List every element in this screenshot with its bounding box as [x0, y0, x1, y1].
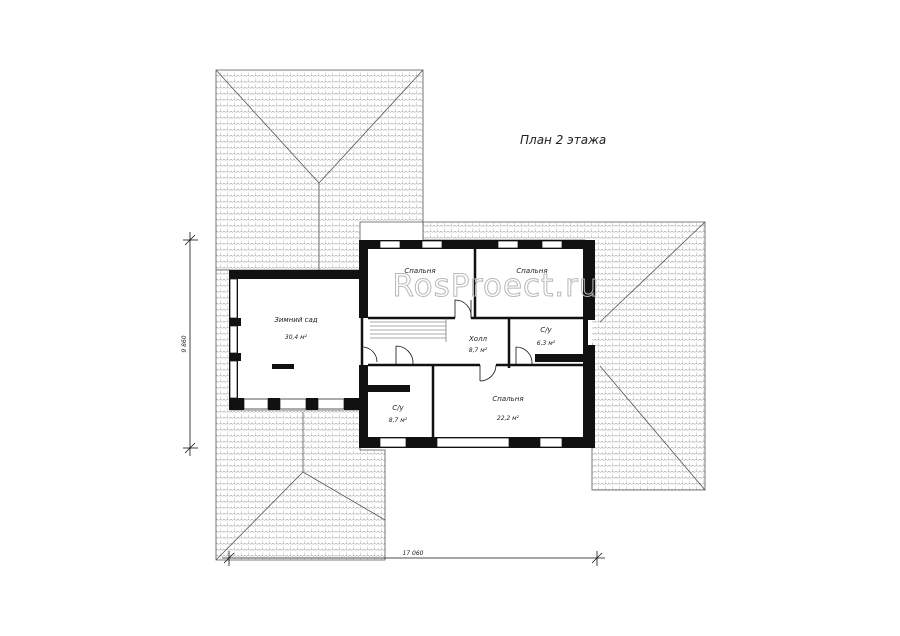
dimension-height-label: 9 860: [181, 335, 188, 352]
room-name-bedroom-2: Спальня: [516, 267, 547, 275]
dimension-width-label: 17 060: [403, 550, 424, 557]
room-area-bathroom-1: 6,3 м²: [537, 340, 556, 347]
doors: [361, 299, 533, 382]
room-area-hall: 8,7 м²: [469, 347, 488, 354]
room-area-bedroom-3: 22,2 м²: [497, 415, 520, 422]
room-area-bathroom-2: 8,7 м²: [389, 417, 408, 424]
partitions: [360, 249, 583, 437]
dimension-lines: [183, 232, 605, 566]
room-name-hall: Холл: [468, 335, 488, 343]
room-area-winter-garden: 30,4 м²: [285, 334, 308, 341]
floor-area: [229, 240, 592, 448]
plan-title: План 2 этажа: [520, 133, 607, 147]
room-name-winter-garden: Зимний сад: [274, 316, 317, 324]
roof: [215, 69, 706, 561]
windows: [229, 240, 563, 448]
room-name-bathroom-2: С/у: [392, 404, 404, 412]
room-name-bedroom-1: Спальня: [404, 267, 435, 275]
watermark: RosProect.ru: [393, 268, 600, 304]
room-name-bedroom-3: Спальня: [492, 395, 523, 403]
room-name-bathroom-1: С/у: [540, 326, 552, 334]
fixtures: [366, 354, 583, 392]
stairs: [370, 318, 447, 342]
room-labels: Зимний сад 30,4 м² Спальня Спальня Холл …: [274, 267, 555, 424]
